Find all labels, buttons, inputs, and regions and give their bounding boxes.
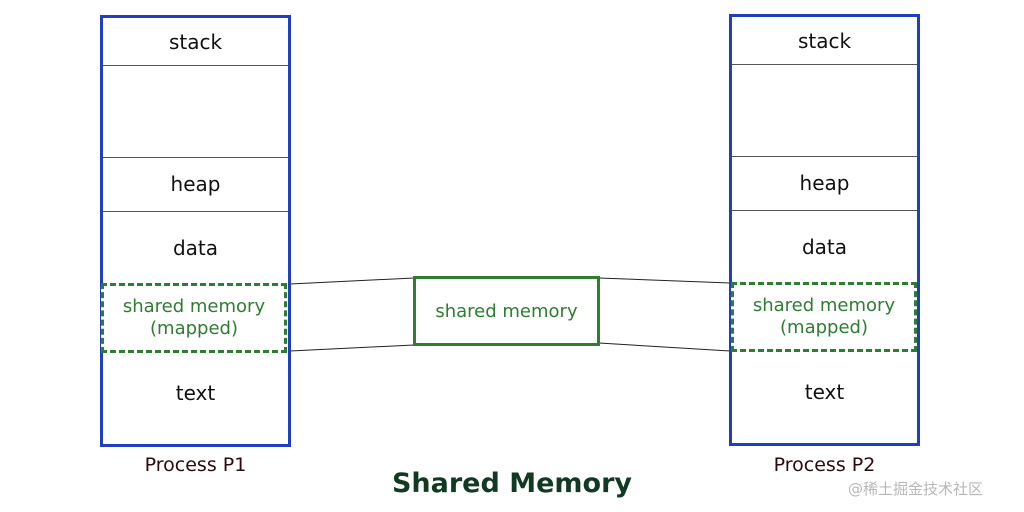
p2-stack-divider — [732, 64, 917, 65]
p1-to-shared-top-line — [289, 277, 415, 285]
p1-data-divider — [103, 211, 288, 212]
p2-heap-segment: heap — [732, 156, 917, 210]
process-p2-caption: Process P2 — [773, 454, 876, 476]
p2-shared-label-line2: (mapped) — [780, 317, 868, 338]
p1-shared-label-line1: shared memory — [122, 296, 266, 317]
p2-data-divider — [732, 210, 917, 211]
shared-to-p2-top-line — [598, 277, 731, 284]
p1-data-segment: data — [103, 211, 288, 285]
shared-memory-region: shared memory — [413, 276, 600, 346]
p1-heap-label: heap — [170, 172, 221, 196]
p2-data-segment: data — [732, 210, 917, 284]
p2-stack-segment: stack — [732, 17, 917, 64]
watermark-text: @稀土掘金技术社区 — [848, 480, 984, 498]
p1-heap-segment: heap — [103, 157, 288, 211]
process-p2-memory-layout: stack heap data text — [729, 14, 920, 446]
p1-text-segment: text — [103, 356, 288, 430]
diagram-title: Shared Memory — [391, 468, 633, 499]
p1-stack-label: stack — [168, 29, 223, 54]
p1-stack-divider — [103, 65, 288, 66]
p2-heap-divider — [732, 156, 917, 157]
p1-stack-segment: stack — [103, 18, 288, 65]
p2-data-label: data — [801, 235, 848, 259]
p1-heap-divider — [103, 157, 288, 158]
p1-text-label: text — [175, 381, 216, 405]
p2-text-label: text — [804, 380, 845, 404]
p1-data-label: data — [172, 236, 219, 260]
process-p1-caption: Process P1 — [144, 454, 247, 476]
p1-to-shared-bottom-line — [289, 344, 415, 352]
shared-memory-region-label: shared memory — [435, 300, 578, 322]
p2-shared-label-line1: shared memory — [752, 295, 896, 316]
p2-text-segment: text — [732, 355, 917, 429]
p2-stack-label: stack — [797, 28, 852, 53]
p1-shared-memory-mapped: shared memory (mapped) — [101, 283, 287, 353]
p2-shared-memory-mapped: shared memory (mapped) — [731, 282, 917, 352]
p2-heap-label: heap — [799, 171, 850, 195]
process-p1-memory-layout: stack heap data text — [100, 15, 291, 447]
shared-to-p2-bottom-line — [598, 342, 731, 352]
p1-shared-label-line2: (mapped) — [150, 318, 238, 339]
